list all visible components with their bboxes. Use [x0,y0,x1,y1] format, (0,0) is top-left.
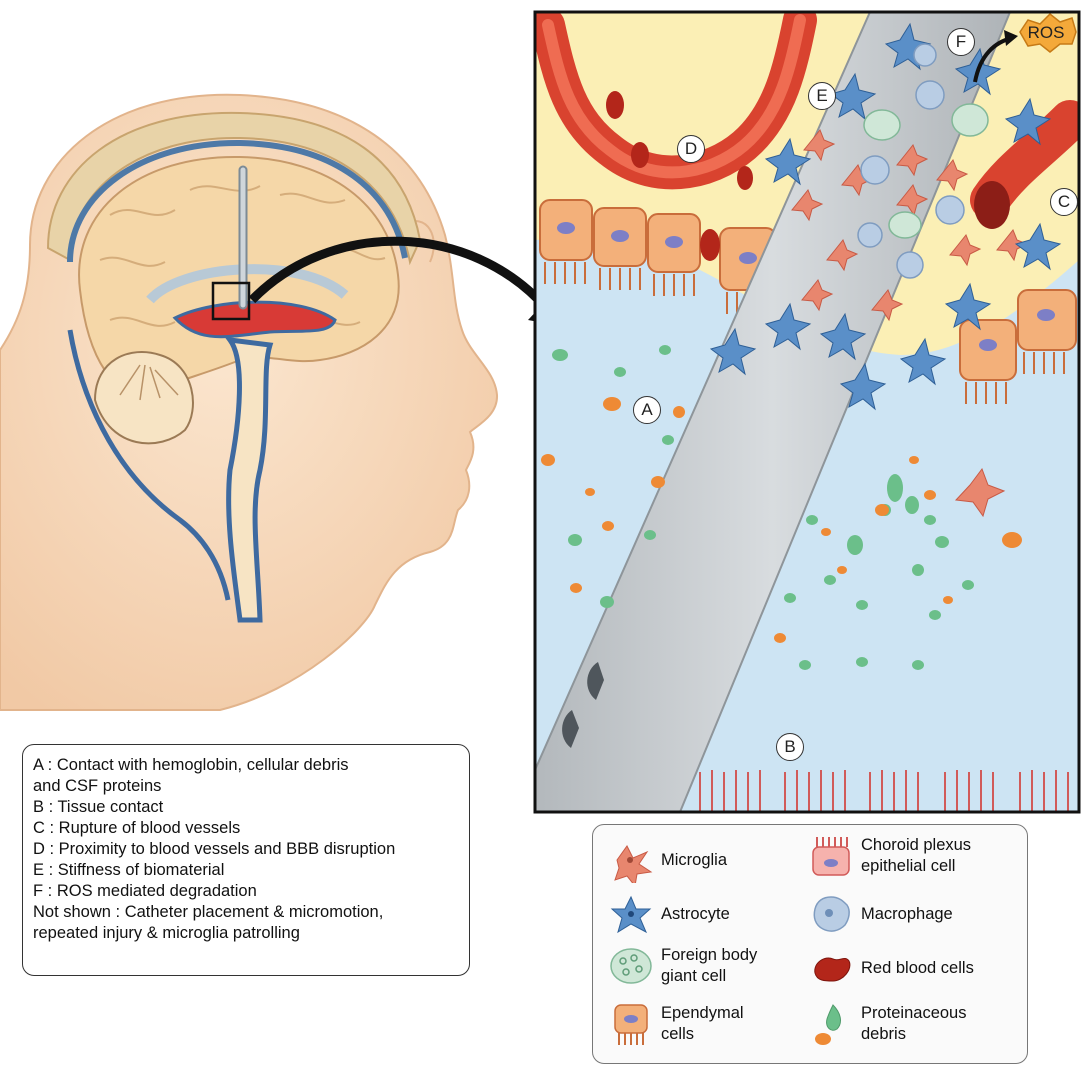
legend-item-foreign-body-giant-cell: Foreign body giant cell [607,943,757,989]
marker-b: B [776,733,804,761]
legend-item-ependymal-cells: Ependymal cells [607,1001,744,1047]
legend-item-proteinaceous-debris: Proteinaceous debris [807,1001,967,1047]
caption-line: C : Rupture of blood vessels [33,818,459,839]
proteinaceous-debris-icon [807,1001,855,1047]
legend-label: Macrophage [861,904,953,925]
macrophage-icon [807,891,855,937]
ros-label: ROS [1014,18,1078,48]
head-illustration [0,95,560,710]
legend-label: Astrocyte [661,904,730,925]
caption-line: F : ROS mediated degradation [33,881,459,902]
caption-line: A : Contact with hemoglobin, cellular de… [33,755,459,776]
legend-label: Foreign body giant cell [661,945,757,987]
marker-c: C [1050,188,1078,216]
red-blood-cell-icon [807,945,855,991]
caption-box: A : Contact with hemoglobin, cellular de… [22,744,470,976]
astrocyte-icon [607,891,655,937]
legend-item-astrocyte: Astrocyte [607,891,730,937]
legend-label: Microglia [661,850,727,871]
legend-item-red-blood-cells: Red blood cells [807,945,974,991]
microglia-icon [607,837,655,883]
legend-label: Proteinaceous debris [861,1003,967,1045]
legend-item-microglia: Microglia [607,837,727,883]
legend-label: Ependymal cells [661,1003,744,1045]
caption-line: Not shown : Catheter placement & micromo… [33,902,459,923]
choroid-plexus-icon [807,833,855,879]
inset-panel [535,12,1079,812]
caption-line: repeated injury & microglia patrolling [33,923,459,944]
marker-a: A [633,396,661,424]
ependymal-cell-icon [607,1001,655,1047]
legend-box: Microglia Choroid plexus epithelial cell… [592,824,1028,1064]
legend-item-macrophage: Macrophage [807,891,953,937]
marker-e: E [808,82,836,110]
marker-d: D [677,135,705,163]
caption-line: E : Stiffness of biomaterial [33,860,459,881]
caption-line: D : Proximity to blood vessels and BBB d… [33,839,459,860]
caption-line: B : Tissue contact [33,797,459,818]
legend-item-choroid-plexus: Choroid plexus epithelial cell [807,833,971,879]
marker-f: F [947,28,975,56]
foreign-body-giant-cell-icon [607,943,655,989]
legend-label: Red blood cells [861,958,974,979]
legend-label: Choroid plexus epithelial cell [861,835,971,877]
caption-line: and CSF proteins [33,776,459,797]
